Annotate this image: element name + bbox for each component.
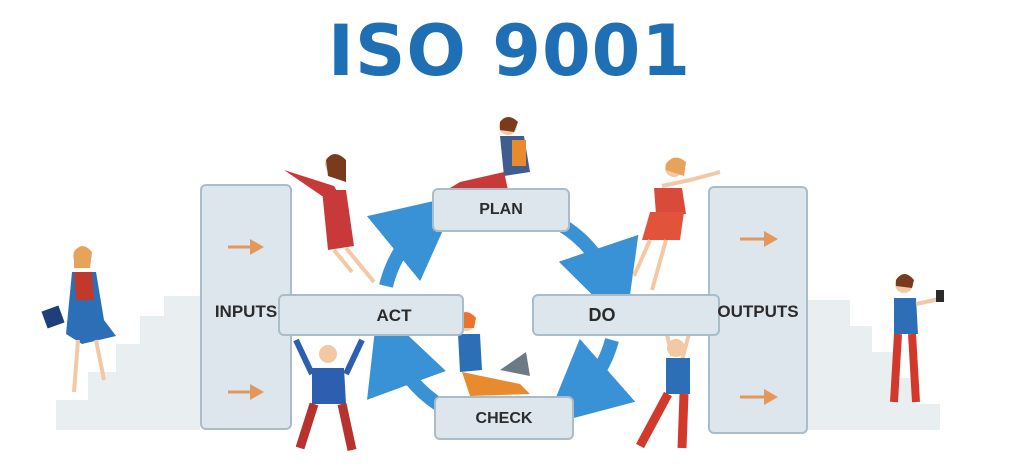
do-box	[532, 294, 720, 336]
outputs-label: OUTPUTS	[717, 302, 799, 321]
arrow-check-to-act	[367, 306, 446, 410]
act-box	[278, 294, 464, 336]
check-box	[434, 396, 574, 440]
output-arrow-bottom-icon	[740, 389, 778, 405]
check-label: CHECK	[475, 410, 533, 427]
act-label: ACT	[376, 306, 412, 325]
inputs-label: INPUTS	[214, 302, 278, 321]
person-plan-sitting	[450, 117, 530, 190]
person-top-left	[284, 154, 376, 284]
do-label: DO	[588, 305, 616, 325]
person-act-lifting	[293, 338, 365, 451]
diagram-title: ISO 9001	[327, 10, 692, 92]
stairs-right	[808, 300, 940, 430]
arrow-do-to-check	[544, 338, 636, 426]
plan-box	[432, 188, 570, 232]
person-left-stairs	[41, 246, 116, 393]
plan-label: PLAN	[479, 201, 523, 218]
person-top-right	[632, 157, 721, 291]
arrow-plan-to-do	[556, 217, 639, 328]
outputs-panel	[708, 186, 808, 434]
input-arrow-bottom-icon	[228, 384, 264, 400]
person-check-laptop	[456, 312, 530, 396]
stairs-left	[56, 296, 200, 430]
person-bottom-right	[636, 321, 692, 449]
inputs-panel	[200, 184, 292, 430]
input-arrow-top-icon	[228, 239, 264, 255]
arrow-act-to-plan	[366, 195, 459, 288]
output-arrow-top-icon	[740, 231, 778, 247]
person-right-stairs	[890, 274, 945, 403]
